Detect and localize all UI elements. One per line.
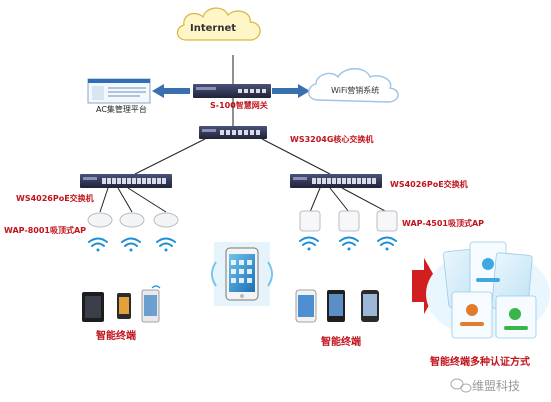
internet-cloud bbox=[176, 7, 261, 41]
ac-platform-screen bbox=[87, 78, 151, 104]
gateway-device bbox=[193, 84, 271, 98]
ap-right-3 bbox=[376, 210, 398, 232]
poe-switch-right-device bbox=[290, 174, 382, 188]
internet-label: Internet bbox=[190, 23, 237, 34]
wifi-icon bbox=[339, 236, 359, 251]
link-right-ap1 bbox=[309, 187, 321, 213]
ap-right-2 bbox=[338, 210, 360, 232]
terminals-right-label: 智能终端 bbox=[321, 337, 361, 348]
link-right-ap3 bbox=[341, 187, 388, 213]
arrow-to-wifi bbox=[272, 84, 310, 98]
wifi-icon bbox=[156, 237, 176, 252]
poe-switch-left-device bbox=[80, 174, 172, 188]
wifi-marketing-label: WiFi营销系统 bbox=[331, 86, 380, 95]
link-left-ap3 bbox=[127, 187, 167, 213]
ap-left-3 bbox=[153, 212, 179, 228]
link-core-right bbox=[261, 138, 331, 175]
ap-right-label: WAP-4501吸顶式AP bbox=[402, 219, 485, 228]
gateway-arrows bbox=[152, 84, 310, 98]
wifi-marketing-cloud bbox=[308, 68, 399, 103]
poe-switch-right-label: WS4026PoE交换机 bbox=[390, 180, 468, 189]
ap-right-1 bbox=[299, 210, 321, 232]
link-core-left bbox=[134, 138, 206, 175]
link-left-ap1 bbox=[99, 187, 109, 213]
core-switch-label: WS3204G核心交换机 bbox=[290, 135, 374, 144]
ap-left-1 bbox=[87, 212, 113, 228]
terminals-left-devices bbox=[82, 285, 161, 323]
wifi-icon bbox=[121, 237, 141, 252]
auth-methods-collage bbox=[426, 241, 550, 339]
link-right-ap2 bbox=[329, 187, 350, 213]
wifi-icon bbox=[299, 236, 319, 251]
ap-left-group bbox=[87, 212, 179, 228]
core-switch-device bbox=[199, 126, 267, 139]
gateway-label: S-100智慧网关 bbox=[210, 101, 268, 110]
poe-switch-left-label: WS4026PoE交换机 bbox=[16, 194, 94, 203]
wifi-signal-icons bbox=[88, 236, 397, 252]
ap-left-2 bbox=[119, 212, 145, 228]
auth-methods-label: 智能终端多种认证方式 bbox=[430, 357, 530, 368]
center-phone bbox=[211, 242, 273, 306]
ap-right-group bbox=[299, 210, 398, 232]
links bbox=[99, 55, 388, 213]
ap-left-label: WAP-8001吸顶式AP bbox=[4, 226, 87, 235]
terminals-right-devices bbox=[295, 289, 379, 323]
arrow-to-ac bbox=[152, 84, 190, 98]
terminals-left-label: 智能终端 bbox=[96, 331, 136, 342]
ac-platform-label: AC集管理平台 bbox=[96, 105, 147, 114]
wifi-icon bbox=[88, 237, 108, 252]
watermark-text: 维盟科技 bbox=[472, 379, 521, 393]
wifi-icon bbox=[377, 236, 397, 251]
watermark-logo-icon bbox=[450, 378, 472, 393]
red-arrow bbox=[412, 258, 440, 314]
link-left-ap2 bbox=[117, 187, 133, 213]
